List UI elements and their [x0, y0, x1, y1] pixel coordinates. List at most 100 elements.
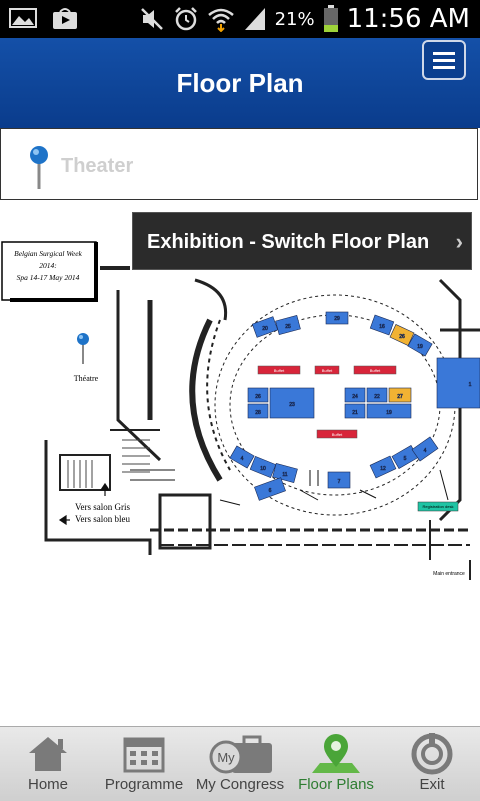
booth[interactable]: 25 — [275, 315, 301, 335]
tab-exit[interactable]: Exit — [384, 727, 480, 801]
booth[interactable]: 10 — [249, 455, 277, 479]
buffet-label: Buffet — [274, 368, 285, 373]
booth-number: 1 — [469, 382, 472, 388]
status-bar: 21% 11:56 AM — [0, 0, 480, 38]
booth-number: 16 — [379, 324, 385, 330]
battery-icon — [323, 5, 338, 32]
menu-button[interactable] — [422, 40, 466, 80]
event-caption-line: Belgian Surgical Week — [14, 249, 82, 258]
booth[interactable]: 26 — [247, 387, 269, 403]
battery-percent: 21% — [274, 8, 315, 30]
clock: 11:56 AM — [346, 4, 470, 34]
event-caption-line: 2014: — [39, 261, 57, 270]
tab-home[interactable]: Home — [0, 727, 96, 801]
booth-number: 23 — [289, 402, 295, 408]
menu-icon-line — [433, 59, 455, 62]
booth[interactable]: 29 — [325, 311, 349, 325]
signal-icon — [244, 8, 265, 30]
tab-floor-plans[interactable]: Floor Plans — [288, 727, 384, 801]
booth[interactable]: 16 — [369, 314, 395, 336]
floor-plan-map[interactable]: Belgian Surgical Week 2014: Spa 14-17 Ma… — [0, 206, 480, 586]
menu-icon-line — [433, 66, 455, 69]
tab-label: Floor Plans — [298, 776, 374, 793]
store-bag-icon — [53, 8, 77, 29]
location-bar[interactable]: Theater — [0, 128, 478, 200]
bottom-tab-bar: Home Programme My My Congress Floor Plan… — [0, 726, 480, 801]
booth-number: 7 — [338, 479, 341, 485]
booth[interactable]: 11 — [272, 463, 298, 483]
booth[interactable]: 19 — [366, 403, 412, 419]
alarm-icon — [174, 7, 197, 31]
exit-icon — [411, 733, 453, 775]
tab-label: Exit — [419, 776, 445, 793]
booth-number: 19 — [417, 344, 423, 350]
booth[interactable]: 12 — [369, 455, 397, 479]
booth[interactable]: 21 — [344, 403, 366, 419]
booth[interactable]: 6 — [254, 477, 286, 501]
vers-salon-bleu-label: Vers salon bleu — [75, 514, 130, 524]
location-name: Theater — [61, 155, 134, 177]
flow-arrows — [130, 469, 449, 506]
booth-number: 4 — [241, 456, 244, 462]
booth-number: 21 — [352, 410, 358, 416]
switch-floor-plan-button[interactable]: Exhibition - Switch Floor Plan › — [132, 212, 472, 270]
mute-icon — [140, 8, 163, 30]
booth-number: 11 — [282, 472, 287, 478]
event-caption-line: Spa 14-17 May 2014 — [17, 273, 80, 282]
booth[interactable]: 19 — [407, 333, 433, 357]
app-bar: Floor Plan — [0, 38, 480, 128]
tab-label: Programme — [104, 776, 184, 793]
tab-label: Home — [27, 776, 68, 793]
theatre-pin-icon[interactable] — [77, 333, 89, 364]
vers-salon-gris-label: Vers salon Gris — [75, 502, 130, 512]
building-walls — [44, 266, 480, 580]
booth-number: 6 — [269, 488, 272, 494]
exhibition-booths[interactable]: 1 29 7 23 26 28 24 22 27 21 19 20 25 16 … — [229, 311, 480, 501]
menu-icon — [433, 52, 455, 55]
event-caption-card: Belgian Surgical Week 2014: Spa 14-17 Ma… — [1, 241, 98, 302]
gallery-icon — [9, 8, 37, 28]
booth-number: 22 — [374, 394, 380, 400]
booth-number: 27 — [397, 394, 403, 400]
booth-number: 19 — [386, 410, 392, 416]
booth[interactable]: 4 — [229, 445, 255, 469]
map-pin-icon — [30, 146, 48, 189]
booth[interactable]: 23 — [269, 387, 315, 419]
booth[interactable]: 28 — [247, 403, 269, 419]
booth-number: 25 — [285, 324, 291, 330]
booth[interactable]: 26 — [389, 324, 415, 346]
booth-number: 26 — [399, 334, 405, 340]
calendar-icon — [123, 737, 165, 773]
booth[interactable]: 7 — [327, 471, 351, 489]
salon-direction-arrows — [58, 482, 111, 526]
tab-label: My Congress — [195, 776, 285, 793]
booth-number: 4 — [424, 448, 427, 454]
tab-my-congress[interactable]: My My Congress — [192, 727, 288, 801]
booth[interactable]: 27 — [388, 387, 412, 403]
booth-number: 12 — [380, 466, 386, 472]
stairs — [67, 439, 150, 488]
registration-label: Registration desk — [423, 504, 454, 509]
buffet-areas: Buffet Buffet Buffet Buffet — [257, 365, 397, 439]
booth-number: 26 — [255, 394, 261, 400]
booth-number: 29 — [334, 316, 340, 322]
buffet-label: Buffet — [332, 432, 343, 437]
registration-desk: Registration desk — [417, 501, 459, 512]
booth-number: 28 — [255, 410, 261, 416]
chevron-right-icon: › — [455, 229, 463, 254]
buffet-label: Buffet — [370, 368, 381, 373]
booth[interactable]: 22 — [366, 387, 388, 403]
booth-number: 10 — [260, 466, 266, 472]
booth[interactable]: 20 — [251, 316, 279, 338]
booth[interactable]: 4 — [411, 436, 439, 462]
buffet-label: Buffet — [322, 368, 333, 373]
main-entrance-label: Main entrance — [433, 571, 465, 577]
theatre-label: Théatre — [74, 374, 99, 383]
booth[interactable]: 24 — [344, 387, 366, 403]
booth[interactable]: 1 — [436, 357, 480, 409]
booth-number: 5 — [404, 456, 407, 462]
switch-floor-plan-label: Exhibition - Switch Floor Plan — [147, 231, 430, 253]
booth-number: 20 — [262, 326, 268, 332]
tab-programme[interactable]: Programme — [96, 727, 192, 801]
wifi-icon — [207, 8, 234, 32]
